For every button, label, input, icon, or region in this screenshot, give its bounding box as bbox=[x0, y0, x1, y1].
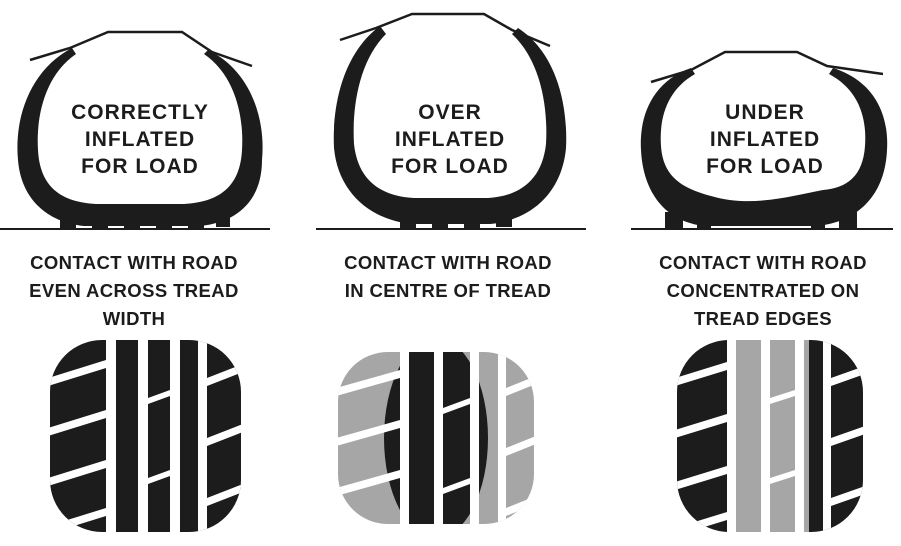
contact-caption: CONTACT WITH ROAD IN CENTRE OF TREAD bbox=[298, 249, 598, 305]
tyre-label-line: INFLATED bbox=[709, 128, 821, 151]
correctly-inflated-tyre-cross-section-icon bbox=[0, 30, 270, 230]
tyre-label-line: INFLATED bbox=[84, 128, 196, 151]
tread-blocks bbox=[60, 210, 230, 229]
caption-line: WIDTH bbox=[102, 308, 166, 329]
contact-caption: CONTACT WITH ROAD EVEN ACROSS TREAD WIDT… bbox=[0, 249, 284, 333]
tread-grooves bbox=[50, 340, 241, 532]
caption-line: CONCENTRATED ON bbox=[666, 280, 860, 301]
panel-correctly-inflated: CORRECTLY INFLATED FOR LOAD CONTACT WITH… bbox=[0, 0, 300, 546]
caption-line: CONTACT WITH ROAD bbox=[659, 252, 867, 273]
tread-contact-patch-full-width-icon bbox=[50, 340, 241, 532]
tyre-label-line: FOR LOAD bbox=[391, 155, 509, 178]
caption-line: CONTACT WITH ROAD bbox=[30, 252, 238, 273]
tyre-label-line: CORRECTLY bbox=[71, 101, 209, 124]
wheel-rim-outline bbox=[29, 30, 253, 68]
caption-line: IN CENTRE OF TREAD bbox=[344, 280, 552, 301]
tyre-casing bbox=[17, 48, 263, 226]
tread-blocks bbox=[665, 212, 857, 229]
tyre-label-line: OVER bbox=[418, 101, 482, 124]
tread-contact-patch-centre-icon bbox=[338, 352, 534, 524]
tyre-label-line: FOR LOAD bbox=[81, 155, 199, 178]
caption-line: EVEN ACROSS TREAD bbox=[29, 280, 239, 301]
tyre-casing bbox=[640, 68, 888, 226]
panel-under-inflated: UNDER INFLATED FOR LOAD CONTACT WITH ROA… bbox=[601, 0, 901, 546]
tyre-label-line: INFLATED bbox=[394, 128, 506, 151]
caption-line: TREAD EDGES bbox=[693, 308, 833, 329]
contact-caption: CONTACT WITH ROAD CONCENTRATED ON TREAD … bbox=[613, 249, 901, 333]
tyre-label-line: FOR LOAD bbox=[706, 155, 824, 178]
tyre-status-label: UNDER INFLATED FOR LOAD bbox=[615, 99, 901, 180]
over-inflated-tyre-cross-section-icon bbox=[316, 12, 586, 230]
tread-grooves bbox=[338, 352, 534, 524]
tyre-status-label: OVER INFLATED FOR LOAD bbox=[300, 99, 600, 180]
caption-line: CONTACT WITH ROAD bbox=[344, 252, 552, 273]
under-inflated-tyre-cross-section-icon bbox=[631, 50, 893, 230]
tyre-label-line: UNDER bbox=[725, 101, 805, 124]
tread-contact-patch-edges-icon bbox=[677, 340, 863, 532]
panel-over-inflated: OVER INFLATED FOR LOAD CONTACT WITH ROAD… bbox=[300, 0, 600, 546]
tread-blocks bbox=[400, 212, 512, 229]
tyre-status-label: CORRECTLY INFLATED FOR LOAD bbox=[0, 99, 290, 180]
